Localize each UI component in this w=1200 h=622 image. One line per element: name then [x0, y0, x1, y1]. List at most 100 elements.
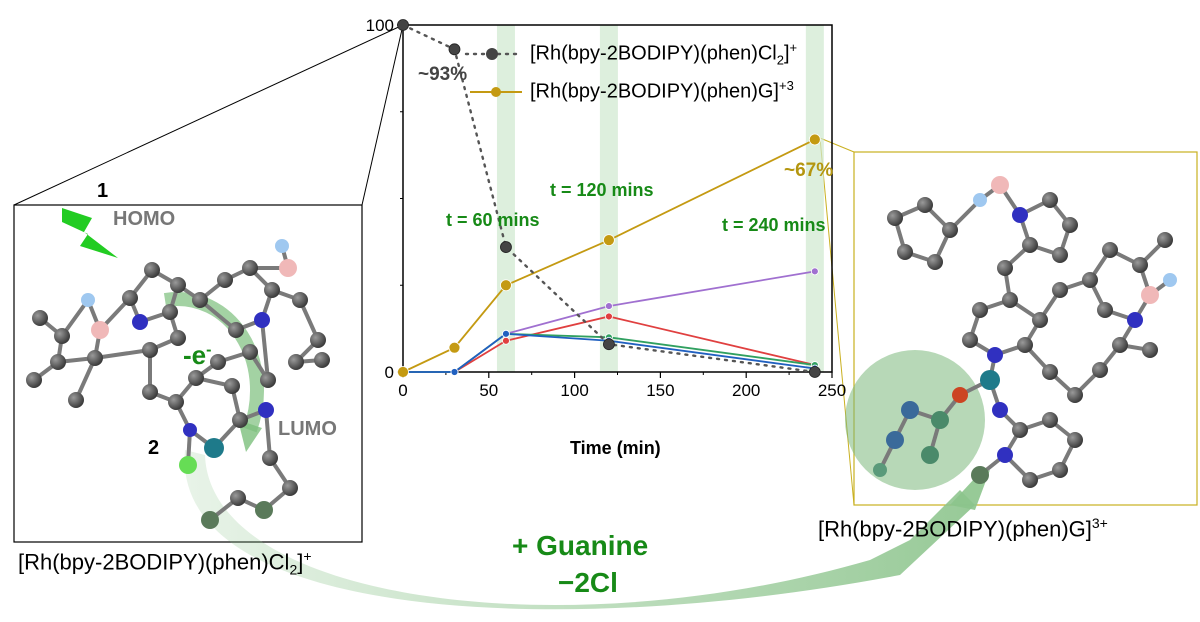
atom [1141, 286, 1159, 304]
series-1-point-0 [397, 366, 409, 378]
series-1-point-2 [500, 279, 512, 292]
series-0-point-2 [500, 241, 512, 253]
series-1-point-4 [808, 133, 821, 146]
atom [1132, 257, 1148, 273]
atom [1082, 272, 1098, 288]
atom [242, 260, 258, 276]
homo-label: HOMO [113, 208, 176, 230]
atom [292, 292, 308, 308]
bond [264, 409, 272, 459]
atom [144, 262, 160, 278]
right-structure-box [853, 151, 1198, 506]
annotation-67-percent: ~67% [784, 160, 834, 181]
legend-entry-g: [Rh(bpy-2BODIPY)(phen)G]+3 [530, 78, 794, 103]
atom [1092, 362, 1108, 378]
guanine-label: + Guanine [512, 530, 649, 561]
atom [1052, 247, 1068, 263]
atom [1062, 217, 1078, 233]
atom [1142, 342, 1158, 358]
atom [991, 176, 1009, 194]
annotation-93-percent: ~93% [418, 64, 468, 85]
guanine-highlight-disc [845, 350, 985, 490]
atom [230, 490, 246, 506]
series-2-point-3 [605, 302, 613, 310]
atom [1042, 364, 1058, 380]
atom [1067, 432, 1083, 448]
series-2-point-4 [810, 267, 819, 276]
atom [310, 332, 326, 348]
atom [897, 244, 913, 260]
atom [873, 463, 887, 477]
atom [921, 446, 939, 464]
atom [1112, 337, 1128, 353]
atom [168, 394, 184, 410]
atom [179, 456, 197, 474]
series-5-point-1 [450, 368, 459, 376]
atom [1042, 192, 1058, 208]
site-marker-1: 1 [97, 180, 109, 202]
atom [952, 387, 968, 403]
electron-loss-label: -e- [183, 340, 212, 370]
x-tick-label-1: 50 [479, 381, 498, 400]
atom [901, 401, 919, 419]
series-1-point-3 [603, 234, 615, 247]
atom [987, 347, 1003, 363]
atom [68, 392, 84, 408]
atom [1052, 282, 1068, 298]
atom [260, 372, 276, 388]
atom [1157, 232, 1173, 248]
atom [50, 354, 66, 370]
series-0-point-3 [603, 338, 615, 351]
atom [210, 354, 226, 370]
atom [1052, 462, 1068, 478]
legend-marker-cl2 [486, 48, 498, 60]
annotation-t60: t = 60 mins [446, 210, 540, 230]
atom [288, 354, 304, 370]
atom [1102, 242, 1118, 258]
atom [1022, 237, 1038, 253]
atom [255, 501, 273, 519]
atom [886, 431, 904, 449]
x-tick-label-5: 250 [818, 381, 846, 400]
left-structure-box [13, 204, 363, 543]
x-tick-label-3: 150 [646, 381, 674, 400]
atom [931, 411, 949, 429]
atom [887, 210, 903, 226]
series-3-point-3 [605, 312, 613, 321]
atom [1163, 273, 1177, 287]
atom [1012, 207, 1028, 223]
atom [142, 384, 158, 400]
atom [242, 344, 258, 360]
atom [192, 292, 208, 308]
series-0-point-0 [397, 19, 409, 31]
atom [972, 302, 988, 318]
atom [917, 197, 933, 213]
time-band-0 [496, 25, 515, 372]
atom [997, 260, 1013, 276]
atom [927, 254, 943, 270]
series-line-0 [401, 23, 817, 374]
atom [204, 438, 224, 458]
series-5-point-2 [502, 329, 510, 338]
lumo-label: LUMO [278, 418, 337, 440]
time-band-1 [599, 25, 618, 372]
atom [1022, 472, 1038, 488]
atom [183, 423, 197, 437]
atom [217, 272, 233, 288]
atom [279, 259, 297, 277]
series-3-point-2 [502, 336, 510, 345]
atom [228, 322, 244, 338]
atom [992, 402, 1008, 418]
atom [54, 328, 70, 344]
time-band-2 [805, 25, 824, 372]
atom [1032, 312, 1048, 328]
atom [1012, 422, 1028, 438]
atom [1097, 302, 1113, 318]
atom [91, 321, 109, 339]
atom [980, 370, 1000, 390]
right-complex-label: [Rh(bpy-2BODIPY)(phen)G]3+ [818, 515, 1108, 542]
series-1-point-1 [448, 341, 461, 354]
atom [262, 450, 278, 466]
electron-transfer-arrowhead [238, 420, 262, 452]
